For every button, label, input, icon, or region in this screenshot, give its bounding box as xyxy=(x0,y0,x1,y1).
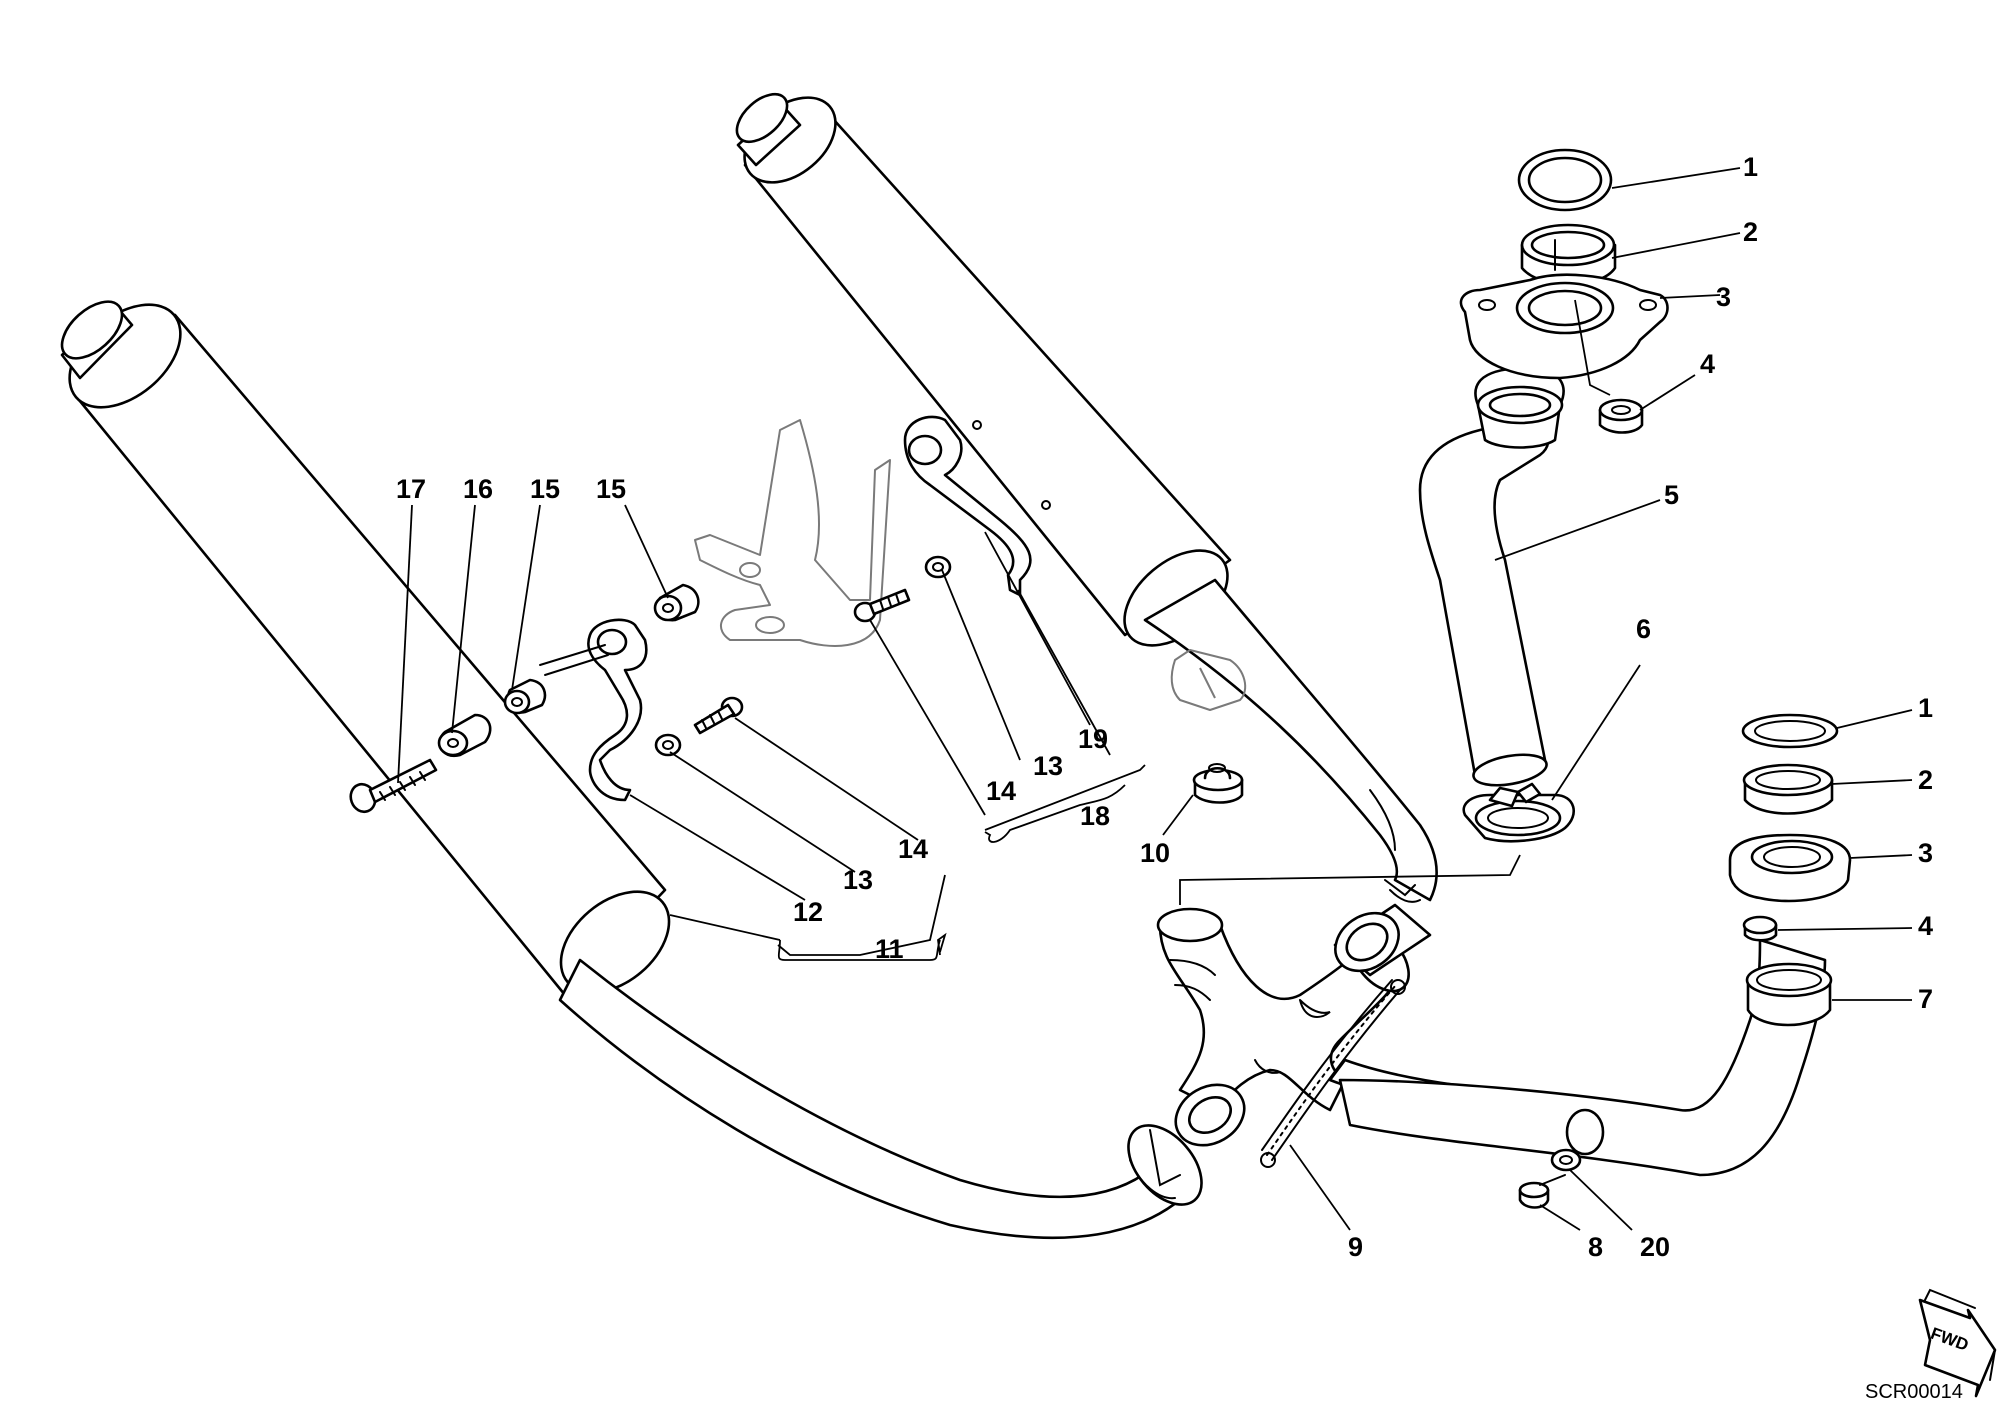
washer-13-left xyxy=(654,733,682,757)
rear-header-pipe-7 xyxy=(1745,962,1833,1027)
split-collar-2-bottom xyxy=(1742,763,1834,815)
callout-3-bottom: 3 xyxy=(1918,838,1933,868)
lower-muffler xyxy=(60,300,671,997)
callout-12: 12 xyxy=(793,897,823,927)
front-header-pipe-5 xyxy=(1418,366,1565,787)
upper-header-pipe xyxy=(1143,578,1438,902)
screw-14-left xyxy=(693,696,744,735)
split-collar-2-top xyxy=(1520,223,1617,286)
collector-to-rear-pipe xyxy=(1328,938,1827,1177)
bolt-8 xyxy=(1518,1174,1566,1209)
callout-2-bottom: 2 xyxy=(1918,765,1933,795)
callout-1-bottom: 1 xyxy=(1918,693,1933,723)
screw-14-right xyxy=(853,588,911,623)
rubber-grommet-15-left xyxy=(503,678,547,715)
callout-17: 17 xyxy=(396,474,426,504)
callout-5: 5 xyxy=(1664,480,1679,510)
callout-18: 18 xyxy=(1080,801,1110,831)
callout-9: 9 xyxy=(1348,1232,1363,1262)
callout-4-top: 4 xyxy=(1700,349,1715,379)
callout-14-right: 14 xyxy=(986,776,1016,806)
exhaust-gasket-1-top xyxy=(1517,148,1613,212)
flange-nut-4-bottom xyxy=(1742,915,1778,942)
spacer-16 xyxy=(437,713,492,758)
callout-3-top: 3 xyxy=(1716,282,1731,312)
callout-6: 6 xyxy=(1636,614,1651,644)
callout-13-left: 13 xyxy=(843,865,873,895)
upper-link-pipe xyxy=(1333,879,1432,977)
bolt-17 xyxy=(349,758,438,814)
callout-15-right: 15 xyxy=(596,474,626,504)
callout-4-bottom: 4 xyxy=(1918,911,1933,941)
flange-nut-4-top xyxy=(1598,398,1644,434)
callout-19: 19 xyxy=(1078,724,1108,754)
tension-spring-9 xyxy=(1260,979,1406,1168)
callout-8: 8 xyxy=(1588,1232,1603,1262)
callout-1-top: 1 xyxy=(1743,152,1758,182)
leader-lines xyxy=(397,167,1913,1231)
rubber-grommet-15-right xyxy=(653,583,700,622)
hanger-bracket-12 xyxy=(539,618,648,802)
washer-13-right xyxy=(924,555,952,579)
callout-10: 10 xyxy=(1140,838,1170,868)
exhaust-gasket-1-bottom xyxy=(1741,713,1839,749)
flange-3-bottom xyxy=(1728,833,1852,903)
flange-3-top xyxy=(1459,273,1669,380)
washer-20 xyxy=(1550,1148,1582,1172)
pipe-clamp-6 xyxy=(1462,782,1575,843)
hanger-bracket-19 xyxy=(903,415,1051,597)
reference-code: SCR00014 xyxy=(1865,1381,1963,1403)
callout-11: 11 xyxy=(875,934,904,964)
callout-labels: 1 2 3 4 5 6 1 2 3 4 7 17 16 15 15 14 13 … xyxy=(396,152,1933,1262)
frame-bracket-upper xyxy=(1170,649,1247,711)
forward-direction-badge: FWD xyxy=(1918,1288,1997,1398)
upper-muffler xyxy=(735,92,1232,647)
callout-14-left: 14 xyxy=(898,834,928,864)
frame-bracket xyxy=(694,419,891,647)
callout-13-right: 13 xyxy=(1033,751,1063,781)
rubber-mount-10 xyxy=(1192,763,1244,804)
callout-20: 20 xyxy=(1640,1232,1670,1262)
lower-header-pipe xyxy=(558,958,1203,1240)
callout-7: 7 xyxy=(1918,984,1933,1014)
callout-15-left: 15 xyxy=(530,474,560,504)
callout-16: 16 xyxy=(463,474,493,504)
callout-2-top: 2 xyxy=(1743,217,1758,247)
